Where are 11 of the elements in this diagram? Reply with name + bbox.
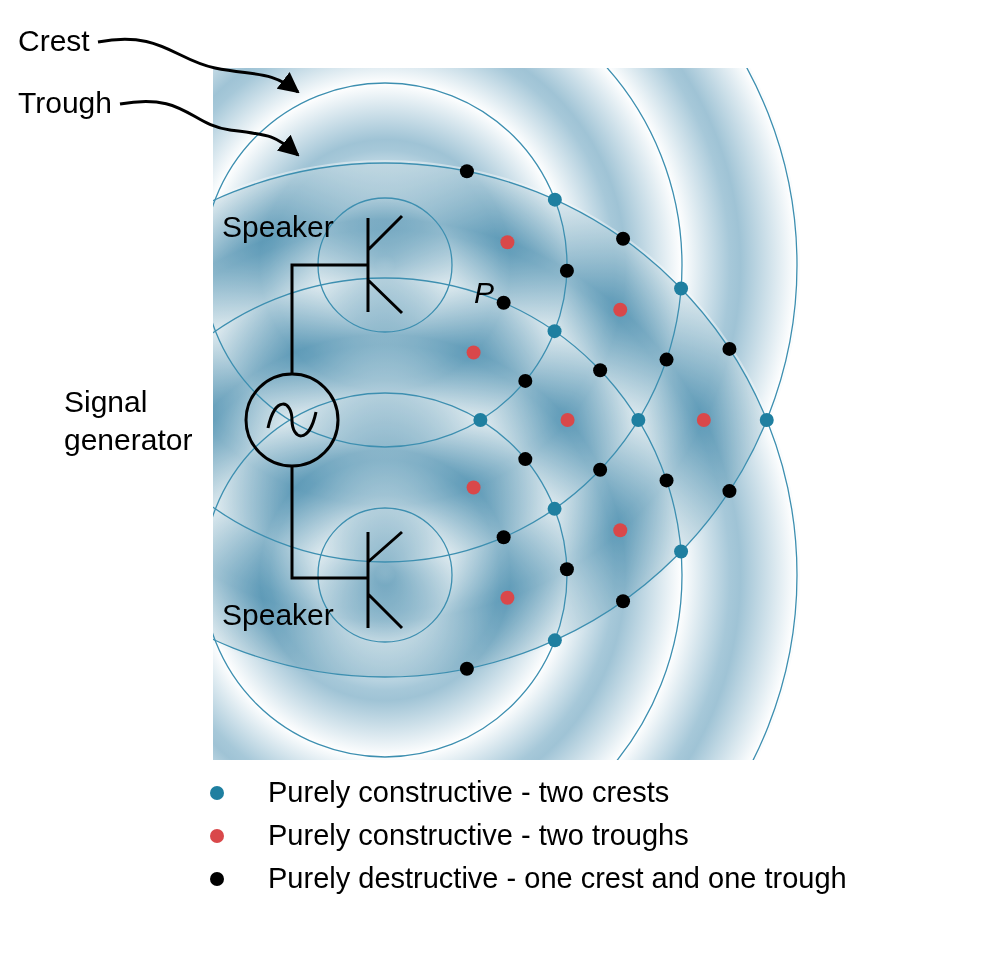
leader-arrow [97,37,300,94]
callout-label: Trough [18,84,112,122]
legend-text: Purely constructive - two troughs [268,818,689,854]
leader-arrow [119,99,300,157]
point-label: P [474,275,494,311]
callout-label: Crest [18,22,90,60]
generator-label: Signal generator [64,384,194,458]
legend-text: Purely destructive - one crest and one trough [268,861,847,897]
legend-text: Purely constructive - two crests [268,775,670,811]
speaker-label: Speaker [222,597,334,633]
speaker-label: Speaker [222,209,334,245]
